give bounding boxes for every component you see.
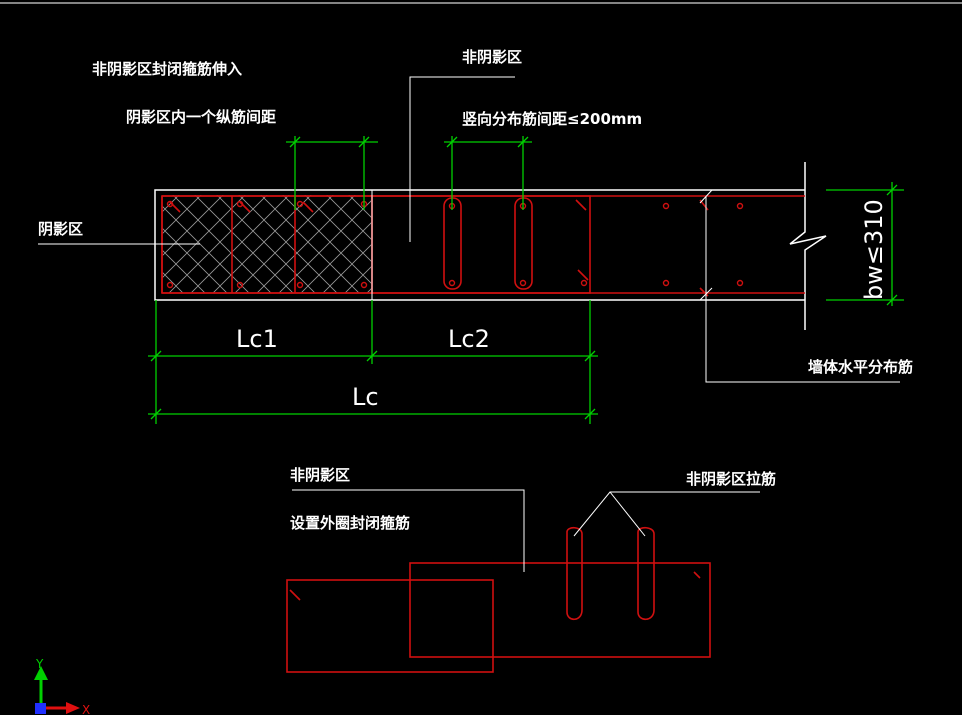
rebar-hooks bbox=[169, 199, 709, 297]
wall-outline bbox=[154, 189, 805, 301]
ucs-y-arrow-icon bbox=[34, 666, 48, 680]
lower-hooks bbox=[289, 571, 701, 601]
label-shadow-one-spacing: 阴影区内一个纵筋间距 bbox=[126, 108, 276, 126]
non-shadow-hoop bbox=[371, 195, 591, 294]
lower-detail bbox=[286, 489, 760, 673]
leader-outer-hoop bbox=[292, 489, 525, 572]
leader-wall-horizontal bbox=[705, 196, 900, 383]
break-line bbox=[789, 162, 827, 330]
leader-tie-b bbox=[609, 491, 646, 537]
label-vertical-spacing: 竖向分布筋间距≤200mm bbox=[462, 110, 642, 128]
non-shadow-tie-1 bbox=[443, 197, 462, 290]
dim-text-lc1: Lc1 bbox=[236, 325, 278, 353]
label-wall-horizontal-rebar: 墙体水平分布筋 bbox=[808, 358, 913, 376]
outer-hoop-left bbox=[286, 579, 494, 673]
label-outer-hoop: 设置外圈封闭箍筋 bbox=[290, 514, 410, 532]
wall-plan-section bbox=[38, 76, 900, 383]
dim-text-lc: Lc bbox=[352, 383, 379, 411]
leader-non-shadow-top bbox=[409, 76, 515, 242]
label-non-shadow-zone-top: 非阴影区 bbox=[462, 48, 522, 66]
leader-tie-a bbox=[573, 491, 760, 537]
dimension-lines bbox=[148, 136, 904, 424]
ucs-x-arrow-icon bbox=[66, 702, 80, 714]
label-non-shadow-hoop-extend: 非阴影区封闭箍筋伸入 bbox=[92, 60, 242, 78]
lower-tie-1 bbox=[566, 526, 583, 621]
ucs-icon: Y X bbox=[34, 657, 90, 715]
non-shadow-tie-2 bbox=[514, 197, 533, 290]
dim-text-lc2: Lc2 bbox=[448, 325, 490, 353]
lower-tie-2 bbox=[637, 526, 655, 621]
label-shadow-zone: 阴影区 bbox=[38, 220, 83, 238]
label-non-shadow-zone-bottom: 非阴影区 bbox=[290, 466, 350, 484]
ucs-origin-icon bbox=[35, 703, 46, 714]
label-non-shadow-tie: 非阴影区拉筋 bbox=[686, 470, 776, 488]
ucs-x-label: X bbox=[82, 703, 90, 715]
outer-hoop-right bbox=[409, 562, 711, 658]
leader-ticks bbox=[699, 189, 713, 301]
ucs-y-label: Y bbox=[35, 657, 44, 671]
dim-text-bw: bw≤310 bbox=[860, 199, 888, 300]
